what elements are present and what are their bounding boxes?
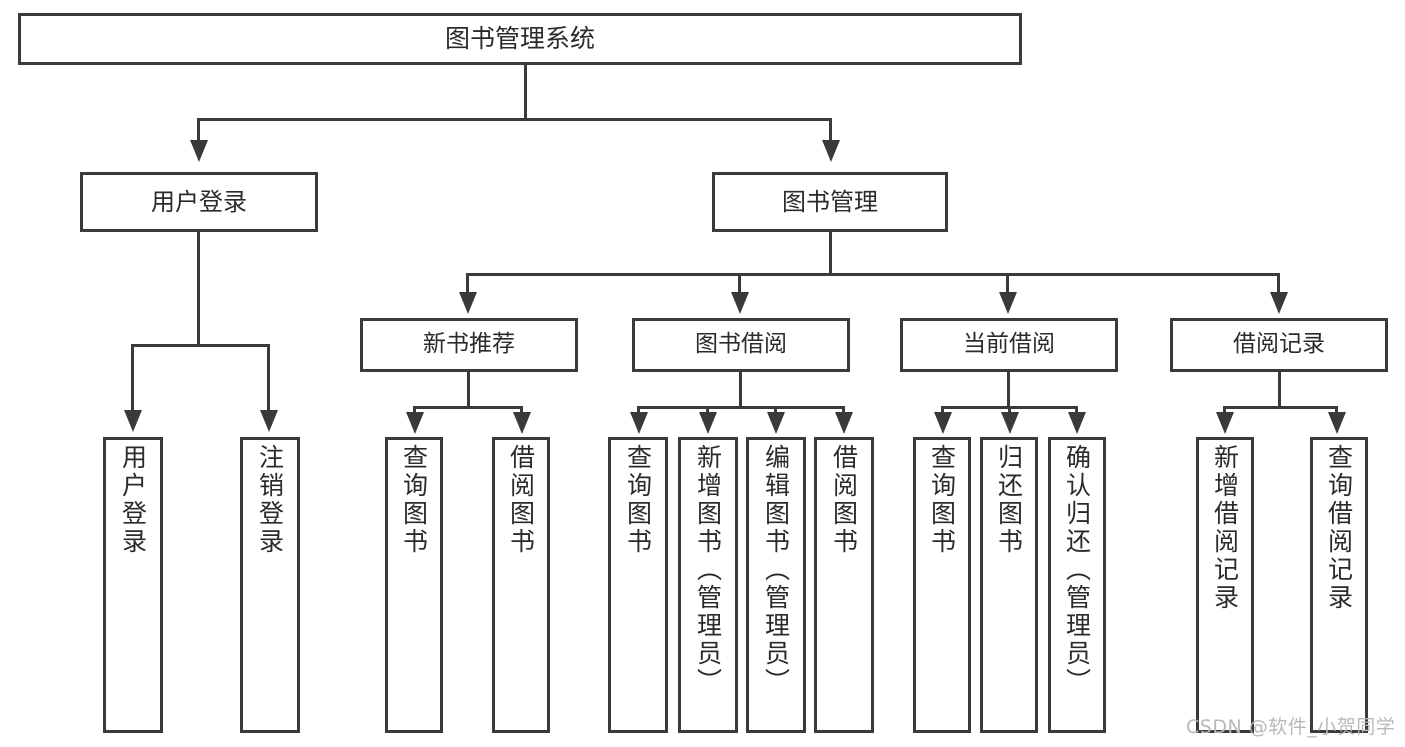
node-book-borrow[interactable]: 图书借阅 bbox=[632, 318, 850, 372]
arrow-to-current-borrow bbox=[999, 292, 1017, 314]
connector-root-bus bbox=[197, 118, 832, 121]
leaf-label: 查询图书 bbox=[623, 444, 653, 556]
arrow-to-leaf-borrow-book-2 bbox=[835, 412, 853, 434]
arrow-to-leaf-return-book bbox=[1001, 412, 1019, 434]
leaf-query-book-recommend[interactable]: 查询图书 bbox=[385, 437, 443, 733]
connector-borrow-record-bus bbox=[1223, 406, 1338, 409]
watermark-text: CSDN @软件_小贺同学 bbox=[1186, 716, 1396, 738]
leaf-label: 编辑图书（管理员） bbox=[761, 444, 791, 696]
leaf-edit-book-admin[interactable]: 编辑图书（管理员） bbox=[746, 437, 806, 733]
connector-new-book-bus bbox=[413, 406, 523, 409]
node-label: 图书管理系统 bbox=[444, 24, 595, 53]
connector-book-management-stem bbox=[829, 232, 832, 273]
connector-l3-drop-2 bbox=[738, 273, 741, 296]
connector-book-management-bus bbox=[466, 273, 1280, 276]
node-label: 图书管理 bbox=[782, 187, 878, 216]
node-user-login[interactable]: 用户登录 bbox=[80, 172, 318, 232]
connector-l3-drop-4 bbox=[1277, 273, 1280, 296]
connector-l3-drop-1 bbox=[466, 273, 469, 296]
leaf-label: 借阅图书 bbox=[829, 444, 859, 556]
leaf-return-book[interactable]: 归还图书 bbox=[980, 437, 1038, 733]
arrow-to-leaf-edit-book bbox=[767, 412, 785, 434]
leaf-label: 查询图书 bbox=[927, 444, 957, 556]
node-current-borrow[interactable]: 当前借阅 bbox=[900, 318, 1118, 372]
connector-root-stem bbox=[524, 65, 527, 118]
arrow-to-leaf-query-book-1 bbox=[406, 412, 424, 434]
arrow-to-leaf-query-borrow-record bbox=[1328, 412, 1346, 434]
arrow-to-leaf-query-book-3 bbox=[934, 412, 952, 434]
arrow-to-leaf-add-borrow-record bbox=[1216, 412, 1234, 434]
leaf-label: 归还图书 bbox=[994, 444, 1024, 556]
node-label: 用户登录 bbox=[151, 187, 247, 216]
leaf-label: 借阅图书 bbox=[506, 444, 536, 556]
arrow-to-book-management bbox=[822, 140, 840, 162]
node-root-book-management-system[interactable]: 图书管理系统 bbox=[18, 13, 1022, 65]
node-label: 图书借阅 bbox=[695, 331, 787, 358]
leaf-label: 确认归还（管理员） bbox=[1062, 444, 1092, 696]
connector-user-login-stem bbox=[197, 232, 200, 344]
leaf-label: 用户登录 bbox=[118, 444, 148, 556]
arrow-to-leaf-logout bbox=[260, 410, 278, 432]
connector-book-borrow-stem bbox=[739, 372, 742, 406]
connector-user-login-bus bbox=[131, 344, 270, 347]
node-label: 借阅记录 bbox=[1233, 331, 1325, 358]
leaf-label: 新增借阅记录 bbox=[1210, 444, 1240, 612]
leaf-label: 注销登录 bbox=[255, 444, 285, 556]
arrow-to-new-book-recommend bbox=[459, 292, 477, 314]
leaf-borrow-book[interactable]: 借阅图书 bbox=[814, 437, 874, 733]
node-label: 新书推荐 bbox=[423, 331, 515, 358]
leaf-query-borrow-record[interactable]: 查询借阅记录 bbox=[1310, 437, 1368, 733]
connector-new-book-stem bbox=[467, 372, 470, 406]
leaf-confirm-return-admin[interactable]: 确认归还（管理员） bbox=[1048, 437, 1106, 733]
arrow-to-borrow-record bbox=[1270, 292, 1288, 314]
connector-borrow-record-stem bbox=[1278, 372, 1281, 406]
leaf-query-book-borrow[interactable]: 查询图书 bbox=[608, 437, 668, 733]
arrow-to-leaf-add-book bbox=[699, 412, 717, 434]
leaf-add-book-admin[interactable]: 新增图书（管理员） bbox=[678, 437, 738, 733]
leaf-add-borrow-record[interactable]: 新增借阅记录 bbox=[1196, 437, 1254, 733]
connector-current-borrow-stem bbox=[1007, 372, 1010, 406]
connector-root-drop-left bbox=[197, 118, 200, 146]
node-new-book-recommend[interactable]: 新书推荐 bbox=[360, 318, 578, 372]
node-borrow-record[interactable]: 借阅记录 bbox=[1170, 318, 1388, 372]
leaf-label: 新增图书（管理员） bbox=[693, 444, 723, 696]
connector-root-drop-right bbox=[829, 118, 832, 146]
node-label: 当前借阅 bbox=[963, 331, 1055, 358]
arrow-to-leaf-query-book-2 bbox=[630, 412, 648, 434]
arrow-to-book-borrow bbox=[731, 292, 749, 314]
leaf-label: 查询借阅记录 bbox=[1324, 444, 1354, 612]
leaf-label: 查询图书 bbox=[399, 444, 429, 556]
arrow-to-user-login bbox=[190, 140, 208, 162]
leaf-logout[interactable]: 注销登录 bbox=[240, 437, 300, 733]
arrow-to-leaf-user-login bbox=[124, 410, 142, 432]
arrow-to-leaf-borrow-book-1 bbox=[513, 412, 531, 434]
connector-l3-drop-3 bbox=[1006, 273, 1009, 296]
leaf-borrow-book-recommend[interactable]: 借阅图书 bbox=[492, 437, 550, 733]
node-book-management[interactable]: 图书管理 bbox=[712, 172, 948, 232]
connector-book-borrow-bus bbox=[637, 406, 845, 409]
connector-user-login-drop-2 bbox=[267, 344, 270, 416]
leaf-query-book-current[interactable]: 查询图书 bbox=[913, 437, 971, 733]
arrow-to-leaf-confirm-return bbox=[1068, 412, 1086, 434]
connector-user-login-drop-1 bbox=[131, 344, 134, 416]
leaf-user-login[interactable]: 用户登录 bbox=[103, 437, 163, 733]
